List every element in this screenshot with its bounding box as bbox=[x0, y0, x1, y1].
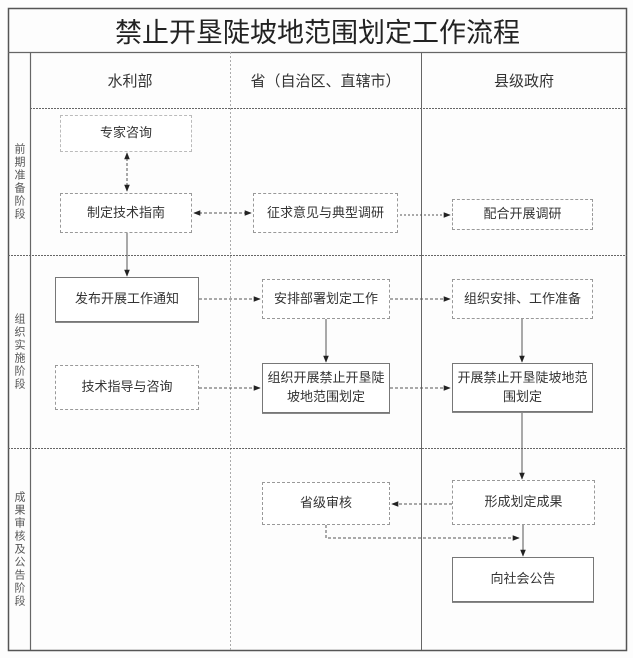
box-form-results: 形成划定成果 bbox=[452, 480, 595, 525]
box-county-delineation: 开展禁止开垦陡坡地范围划定 bbox=[452, 363, 593, 412]
phase-label-implementation: 组织实施阶段 bbox=[13, 312, 26, 391]
page-title: 禁止开垦陡坡地范围划定工作流程 bbox=[115, 17, 520, 49]
phase-label-preparation: 前期准备阶段 bbox=[13, 142, 26, 221]
phase-label-review-announce: 成果审核及公告阶段 bbox=[13, 490, 26, 608]
column-header-county: 县级政府 bbox=[493, 71, 554, 90]
column-header-ministry: 水利部 bbox=[107, 71, 153, 90]
box-solicit-opinion: 征求意见与典型调研 bbox=[253, 193, 398, 233]
arrows bbox=[124, 152, 526, 557]
box-provincial-review: 省级审核 bbox=[262, 482, 390, 525]
box-organize-delineation: 组织开展禁止开垦陡坡地范围划定 bbox=[262, 363, 390, 413]
column-header-province: 省（自治区、直辖市） bbox=[250, 71, 401, 90]
box-tech-support: 技术指导与咨询 bbox=[55, 365, 199, 410]
box-coop-research: 配合开展调研 bbox=[452, 199, 593, 230]
box-arrange-work: 安排部署划定工作 bbox=[262, 279, 390, 319]
grid-lines bbox=[7, 7, 628, 652]
box-organize-prepare: 组织安排、工作准备 bbox=[452, 279, 593, 319]
box-issue-notice: 发布开展工作通知 bbox=[55, 277, 199, 322]
box-public-notice: 向社会公告 bbox=[452, 557, 594, 602]
box-expert-consult: 专家咨询 bbox=[60, 115, 192, 152]
box-tech-guide: 制定技术指南 bbox=[60, 193, 192, 233]
